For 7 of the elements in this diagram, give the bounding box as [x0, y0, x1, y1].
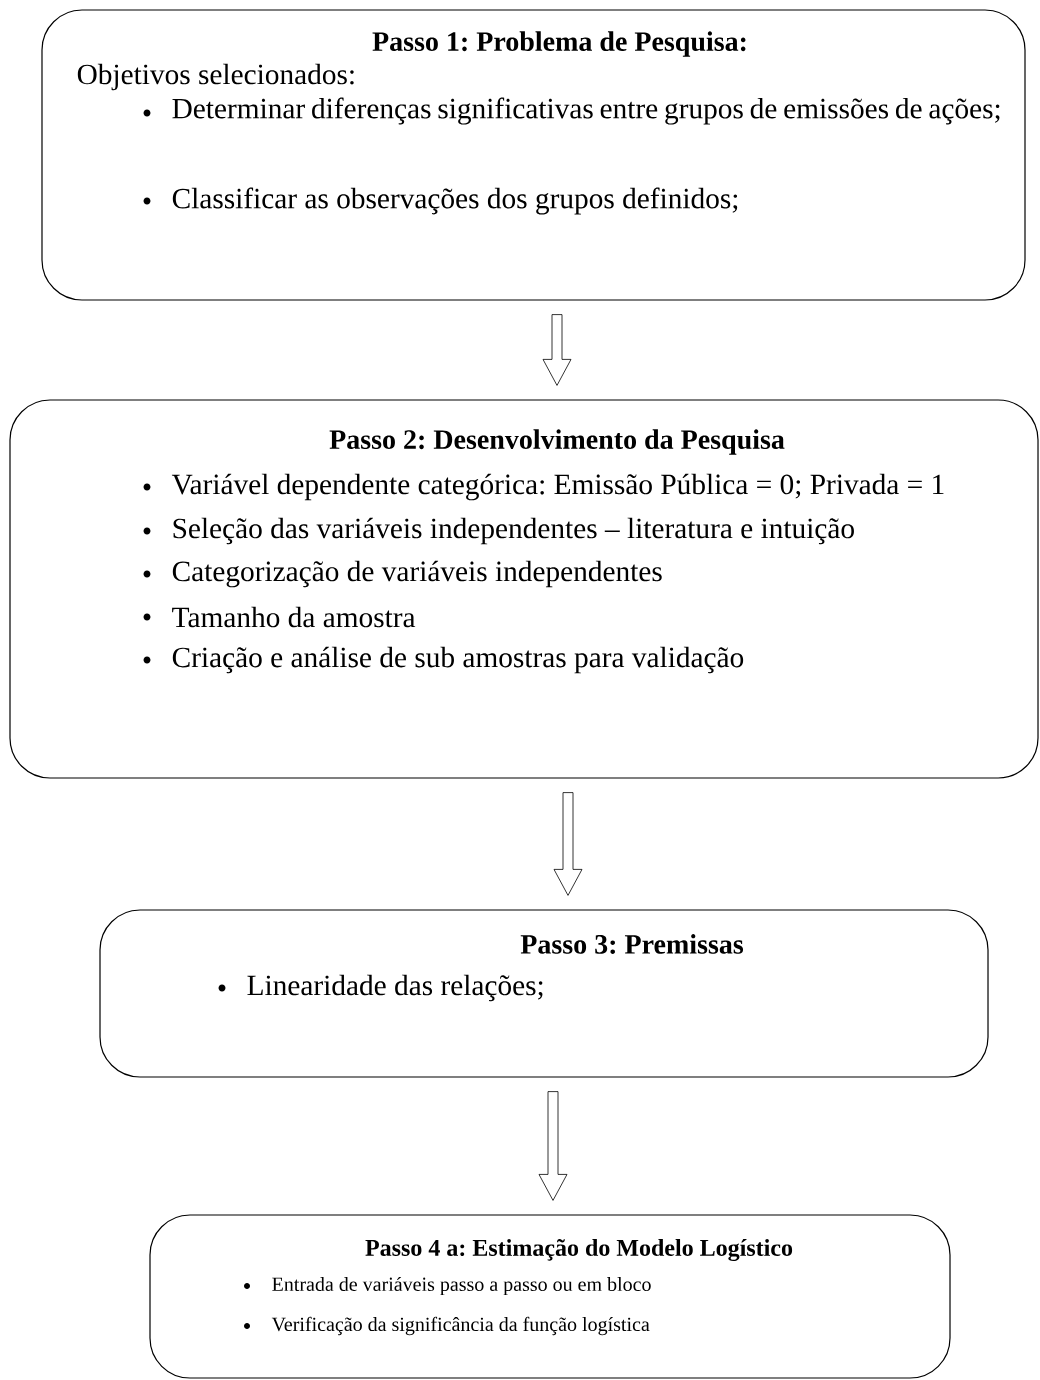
step-box: Passo 4 a: Estimação do Modelo Logístico Entrada de variáveis passo a passo ou em bloco Verificação da significância da função logística	[149, 1214, 951, 1379]
block-arrow	[542, 314, 572, 386]
step-box: Passo 2: Desenvolvimento da Pesquisa Variável dependente categórica: Emissão Pública = 0; Privada = 1 Seleção das variáveis independentes – literatura e intuição Categorização de variáveis independentes Tamanho da amostra Criação e análise de sub amostras para validação	[9, 399, 1039, 779]
block-arrow	[553, 792, 583, 896]
step-box: Passo 1: Problema de Pesquisa: Objetivos selecionados: Determinar diferenças significativas entre grupos de emissões de ações; Classificar as observações dos grupos definidos;	[41, 9, 1026, 301]
block-arrow	[538, 1091, 568, 1201]
step-box: Passo 3: Premissas Linearidade das relações;	[99, 909, 989, 1078]
